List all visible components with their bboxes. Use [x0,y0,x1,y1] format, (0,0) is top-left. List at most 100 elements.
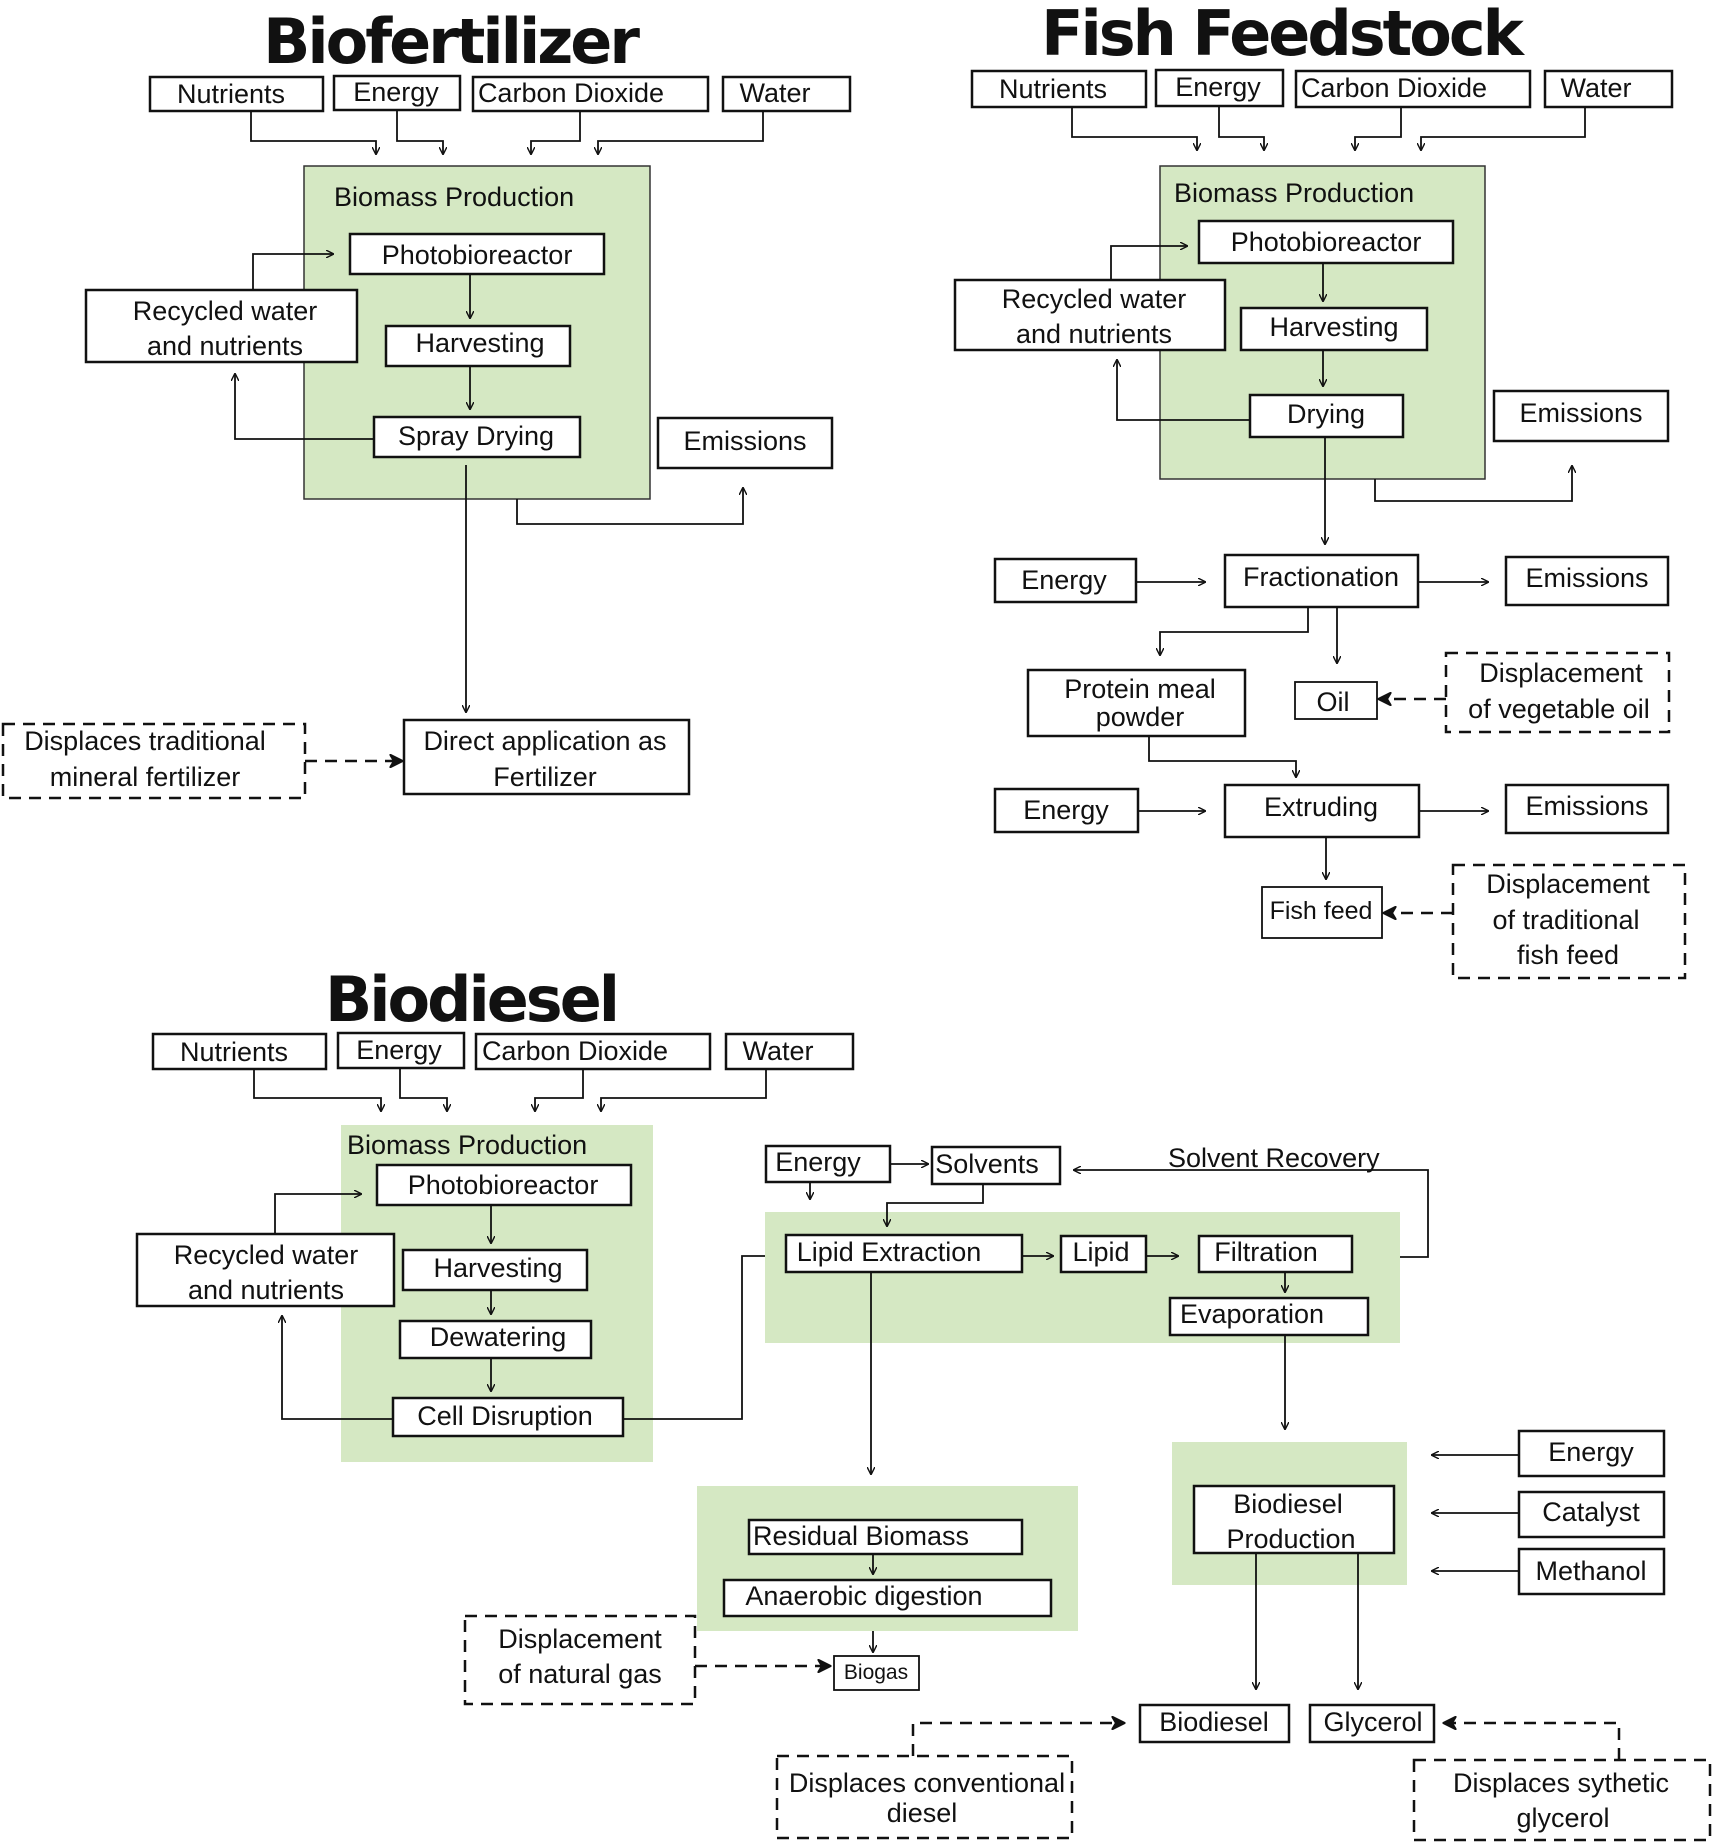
displacement-vegetable-oil-label: Displacement [1479,658,1643,688]
photobioreactor-box [1197,219,1455,265]
photobioreactor-label: Photobioreactor [408,1170,599,1200]
input-label: Water [739,78,810,108]
catalyst-box [1517,1490,1666,1539]
displaces-glycerol-label: Displaces sythetic [1453,1768,1669,1798]
biodiesel-title: Biodiesel [325,963,617,1036]
energy-box [993,557,1138,604]
extruding-label: Extruding [1264,792,1378,822]
connector-arrow [1218,106,1264,150]
connector-arrow [535,1069,584,1111]
connector-arrow [252,254,333,290]
biomass-production-label: Biomass Production [1174,178,1414,208]
connector-arrow [598,111,764,154]
photobioreactor-label: Photobioreactor [1231,227,1422,257]
connector-arrow [282,1316,393,1420]
displaces-mineral-fertilizer-box [1,722,307,800]
connector-arrow [623,1256,777,1420]
biodiesel-section: Biodiesel Nutrients Energy Carbon Dioxid… [135,963,1712,1842]
recycled-water-label: Recycled water [133,296,318,326]
emissions-label: Emissions [683,426,806,456]
input-box [148,75,325,113]
connector-arrow [1160,607,1309,655]
displacement-natural-gas-label: Displacement [498,1624,662,1654]
displacement-vegetable-oil-box [1444,651,1671,734]
biodiesel-production-label: Production [1226,1524,1355,1554]
connector-arrow [1421,107,1586,150]
biodiesel-output-label: Biodiesel [1159,1707,1269,1737]
input-label: Carbon Dioxide [478,78,664,108]
emissions-label: Emissions [1525,791,1648,821]
lipid-extraction-label: Lipid Extraction [797,1237,982,1267]
direct-application-label: Fertilizer [493,762,597,792]
displaces-glycerol-label: glycerol [1516,1803,1609,1833]
recycled-water-label: and nutrients [147,331,303,361]
input-label: Nutrients [180,1037,288,1067]
protein-meal-label: Protein meal [1064,674,1216,704]
biofertilizer-title: Biofertilizer [263,5,640,78]
glycerol-label: Glycerol [1323,1707,1422,1737]
drying-label: Drying [1287,399,1365,429]
connector-arrow [1355,107,1402,150]
displacement-natural-gas-label: of natural gas [498,1659,662,1689]
displaces-glycerol-box [1412,1758,1712,1842]
connector-arrow [1110,246,1187,280]
residual-biomass-label: Residual Biomass [753,1521,969,1551]
displacement-vegetable-oil-label: of vegetable oil [1468,694,1650,724]
displacement-fish-feed-label: Displacement [1486,869,1650,899]
anaerobic-digestion-box [722,1578,1053,1618]
cell-disruption-label: Cell Disruption [417,1401,593,1431]
photobioreactor-label: Photobioreactor [382,240,573,270]
dewatering-label: Dewatering [430,1322,567,1352]
displaces-mineral-fertilizer-label: mineral fertilizer [50,762,241,792]
solvents-box [930,1145,1062,1186]
input-label: Energy [1175,72,1261,102]
input-box [471,75,710,113]
displaces-diesel-label: Displaces conventional [789,1768,1065,1798]
harvesting-label: Harvesting [433,1253,562,1283]
displaces-diesel-label: diesel [887,1798,958,1828]
recycled-water-box [953,278,1227,352]
oil-box [1294,681,1378,720]
input-label: Water [742,1036,813,1066]
input-label: Nutrients [999,74,1107,104]
biofertilizer-section: Biofertilizer Nutrients Energy Carbon Di… [1,5,852,800]
solvents-label: Solvents [935,1149,1039,1179]
recycled-water-label: Recycled water [174,1240,359,1270]
filtration-box [1197,1234,1354,1274]
protein-meal-box [1026,668,1247,738]
anaerobic-digestion-label: Anaerobic digestion [745,1581,982,1611]
recycled-water-label: and nutrients [1016,319,1172,349]
connector-arrow [1117,360,1250,421]
connector-arrow [253,1069,381,1111]
residual-biomass-box [747,1518,1024,1556]
photobioreactor-box [348,232,606,276]
fish-feedstock-title: Fish Feedstock [1041,0,1525,70]
filtration-label: Filtration [1214,1237,1318,1267]
harvesting-label: Harvesting [415,328,544,358]
input-box [151,1032,328,1071]
fish-feedstock-section: Fish Feedstock Nutrients Energy Carbon D… [953,0,1687,980]
input-label: Energy [353,77,439,107]
recycled-water-box [84,288,359,364]
cell-disruption-box [391,1396,625,1438]
dashed-arrow [1444,1723,1621,1760]
lipid-box [1059,1234,1148,1274]
input-label: Nutrients [177,79,285,109]
connector-arrow [250,111,376,154]
connector-arrow [601,1069,767,1111]
biomass-production-label: Biomass Production [334,182,574,212]
input-box [724,1032,855,1071]
energy-input-box [1517,1429,1666,1478]
spray-drying-box [372,415,582,459]
methanol-label: Methanol [1535,1556,1646,1586]
fractionation-label: Fractionation [1243,562,1399,592]
harvesting-box [384,324,572,368]
input-box [970,69,1148,109]
input-box [474,1032,712,1071]
energy-input-label: Energy [1548,1437,1634,1467]
biodiesel-production-label: Biodiesel [1233,1489,1343,1519]
harvesting-box [401,1248,589,1292]
displaces-mineral-fertilizer-label: Displaces traditional [24,726,266,756]
photobioreactor-box [375,1163,633,1207]
